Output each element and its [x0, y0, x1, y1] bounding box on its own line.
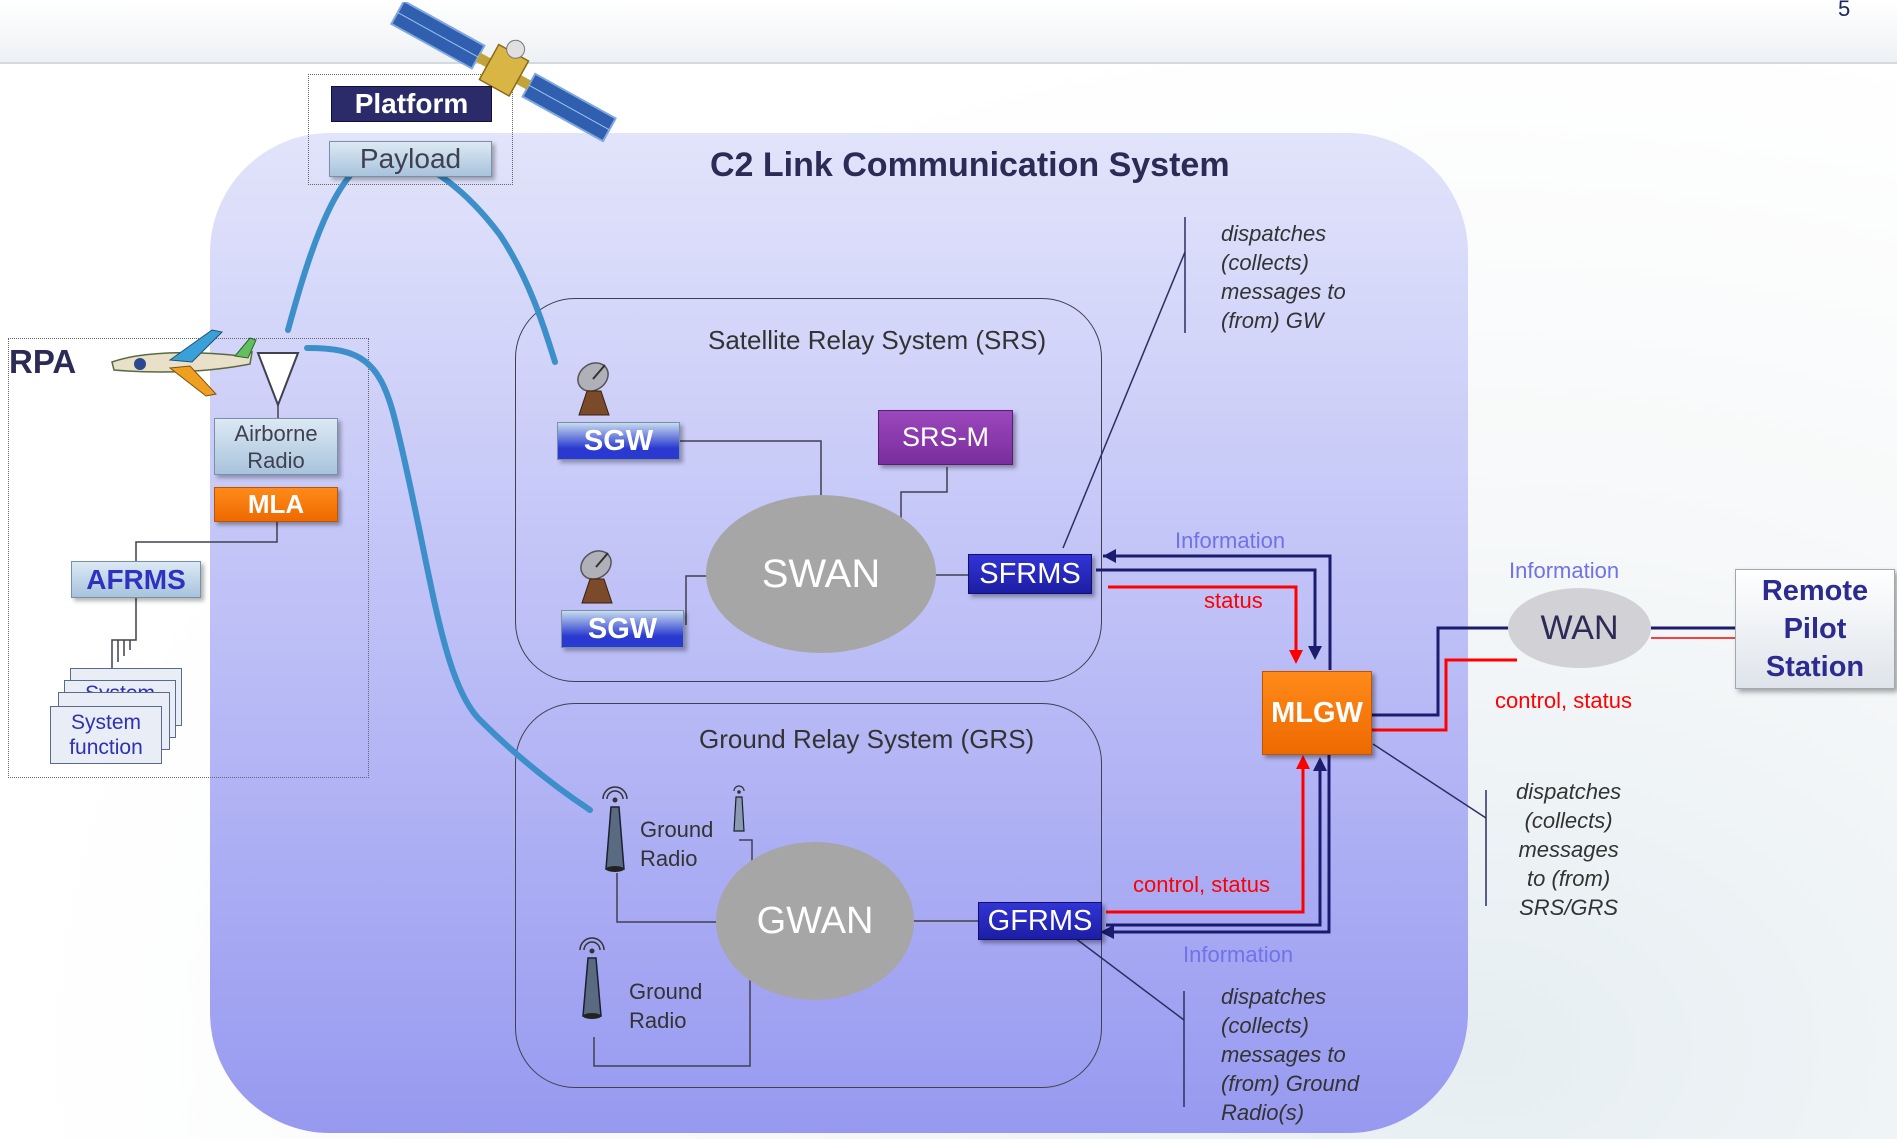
swan-node[interactable]: SWAN	[706, 495, 936, 653]
system-function-box: System function	[50, 706, 162, 764]
info-mlgw-to-wan	[1372, 626, 1508, 717]
gfrms-note: dispatches (collects) messages to (from)…	[1221, 984, 1360, 1125]
srs-title: Satellite Relay System (SRS)	[708, 325, 1047, 355]
srs-m-box[interactable]: SRS-M	[878, 410, 1013, 465]
mlgw-note: dispatches (collects) messages to (from)…	[1516, 779, 1622, 920]
afrms-box: AFRMS	[71, 561, 201, 598]
link-afrms-sysfn	[111, 598, 137, 668]
link-srsm-swan	[900, 467, 948, 523]
wan-node[interactable]: WAN	[1508, 588, 1651, 668]
leader-sfrms	[1062, 251, 1186, 549]
payload-box: Payload	[329, 141, 492, 177]
radio-tower-icon	[733, 785, 745, 832]
antenna-icon	[256, 352, 300, 408]
link-radio2-gwan	[593, 974, 751, 1067]
ground-radio-1-label: Ground Radio	[640, 817, 714, 871]
info-gfrms-to-mlgw	[1106, 770, 1322, 927]
link-radio-small-gwan	[739, 839, 753, 862]
ground-radio-2-label: Ground Radio	[629, 979, 703, 1033]
satellite-icon	[389, 2, 617, 142]
link-sgw-top-swan	[680, 440, 822, 497]
mla-box: MLA	[214, 487, 338, 522]
link-sgw-bottom-swan	[685, 575, 707, 625]
grs-title: Ground Relay System (GRS)	[699, 724, 1035, 754]
control-status-label-grs: control, status	[1133, 872, 1270, 897]
mlgw-box[interactable]: MLGW	[1262, 671, 1372, 755]
slide-header-bar	[0, 0, 1897, 64]
satellite-boundary	[308, 74, 513, 185]
radio-link-aircraft-satellite	[285, 151, 558, 365]
platform-box: Platform	[331, 86, 492, 122]
gwan-node[interactable]: GWAN	[716, 842, 914, 1000]
page-number: 5	[1838, 0, 1851, 21]
status-sfrms-to-mlgw	[1108, 585, 1298, 651]
aircraft-icon	[111, 329, 257, 397]
info-mlgw-to-gfrms	[1112, 755, 1331, 934]
rpa-boundary	[8, 338, 369, 778]
gfrms-box[interactable]: GFRMS	[978, 902, 1102, 940]
link-radio1-gwan	[616, 873, 717, 923]
dish-icon	[580, 550, 613, 604]
rpa-label: RPA	[9, 343, 77, 380]
leader-gfrms	[1074, 937, 1185, 1021]
c2-system-title: C2 Link Communication System	[710, 146, 1230, 184]
sgw-top-box[interactable]: SGW	[557, 422, 680, 460]
radio-tower-icon	[602, 786, 628, 872]
dish-icon	[577, 362, 610, 416]
info-label-srs: Information	[1175, 528, 1286, 553]
sfrms-box[interactable]: SFRMS	[968, 554, 1092, 594]
radio-link-aircraft-ground	[304, 345, 593, 813]
control-mlgw-to-wan	[1372, 658, 1517, 732]
remote-pilot-station-box[interactable]: Remote Pilot Station	[1735, 569, 1895, 689]
grs-region	[515, 703, 1102, 1088]
info-sfrms-to-mlgw	[1096, 568, 1317, 648]
leader-mlgw	[1372, 743, 1487, 819]
info-mlgw-to-sfrms	[1103, 554, 1332, 670]
radio-tower-icon	[579, 937, 605, 1019]
sgw-bottom-box[interactable]: SGW	[561, 610, 684, 648]
control-status-label-wan: control, status	[1495, 688, 1632, 713]
airborne-radio-box: Airborne Radio	[214, 418, 338, 475]
info-label-grs: Information	[1183, 942, 1294, 967]
srs-region	[515, 298, 1102, 682]
sfrms-note: dispatches (collects) messages to (from)…	[1221, 221, 1346, 333]
link-mla-afrms	[135, 522, 278, 561]
info-label-wan: Information	[1509, 558, 1620, 583]
status-label-srs: status	[1204, 588, 1263, 613]
control-gfrms-to-mlgw	[1106, 768, 1305, 914]
